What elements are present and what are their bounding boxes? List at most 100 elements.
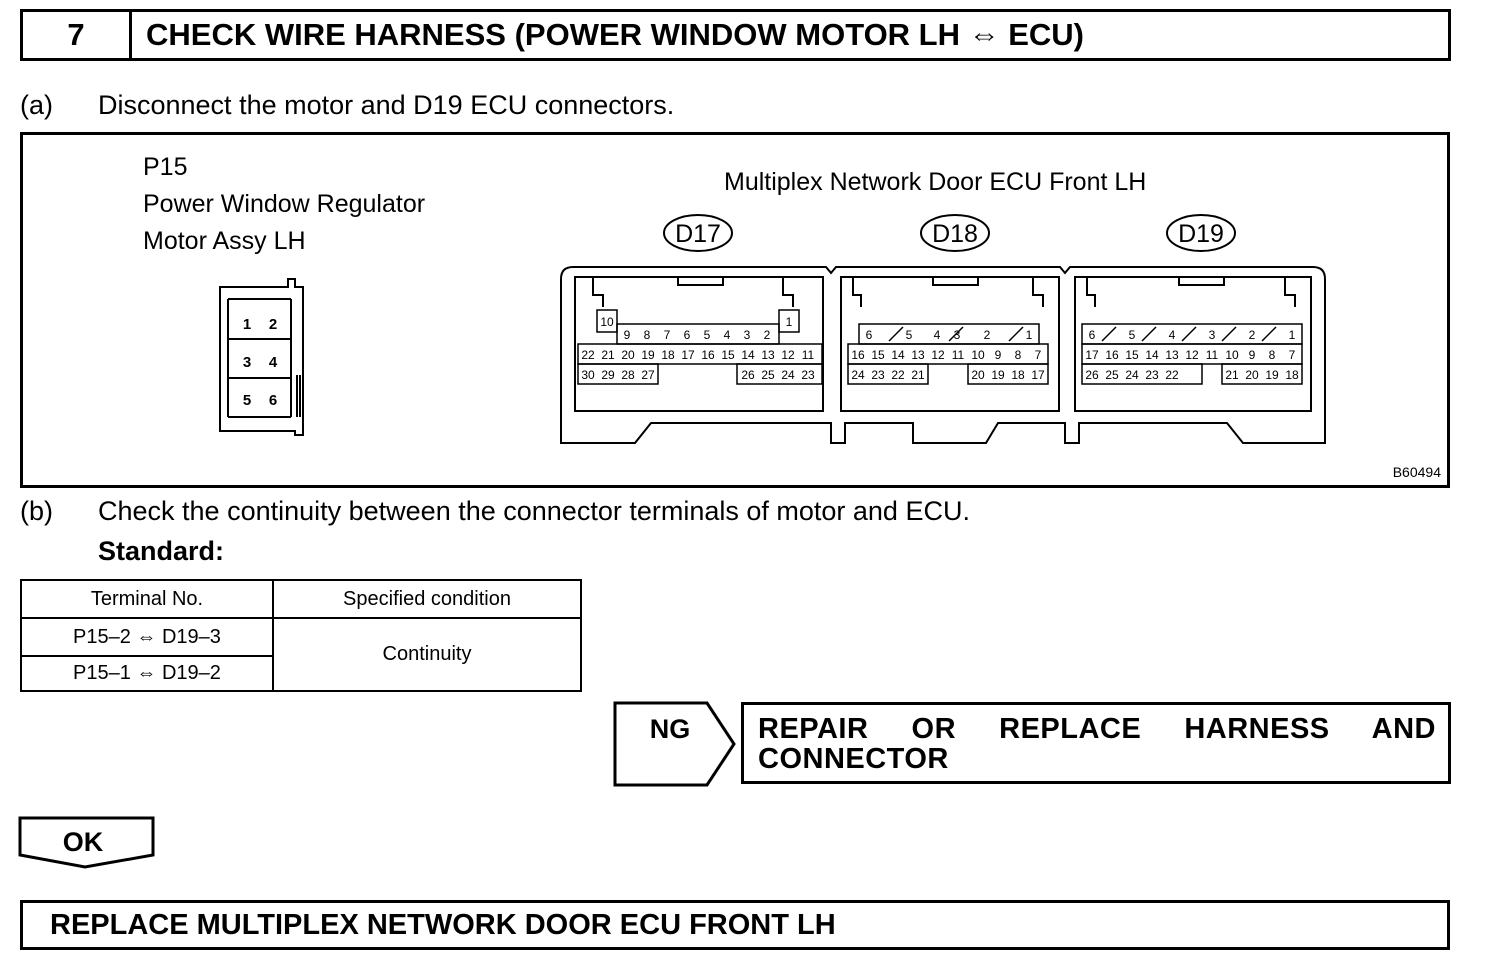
d17-pin: 20	[621, 348, 635, 362]
d17-pin: 29	[601, 368, 615, 382]
step-b-text: Check the continuity between the connect…	[98, 496, 970, 526]
motor-code: P15	[143, 153, 187, 181]
d17-pin: 3	[744, 328, 751, 342]
d17-pin: 24	[781, 368, 795, 382]
d17-pin: 2	[764, 328, 771, 342]
connector-figure: P15 Power Window Regulator Motor Assy LH…	[20, 132, 1450, 488]
d17-pin: 17	[681, 348, 695, 362]
d19-pin: 26	[1085, 368, 1099, 382]
d17-pin: 13	[761, 348, 775, 362]
standard-label: Standard:	[98, 536, 225, 566]
d17-pin: 6	[684, 328, 691, 342]
d19-pin: 9	[1249, 348, 1256, 362]
d18-pin: 18	[1011, 368, 1025, 382]
d17-pin: 7	[664, 328, 671, 342]
motor-pin: 2	[269, 316, 277, 333]
d19-pin: 21	[1225, 368, 1239, 382]
final-step-text: REPLACE MULTIPLEX NETWORK DOOR ECU FRONT…	[50, 908, 836, 941]
motor-name-line1: Power Window Regulator	[143, 190, 425, 218]
d19-pin-labels: 6 5 4 3 2 1 17 16 15 14 13 12 11 10 9 8 …	[1085, 328, 1299, 382]
motor-pin: 3	[243, 354, 251, 371]
connector-label-d19: D19	[1178, 220, 1224, 248]
d18-pin: 10	[971, 348, 985, 362]
ecu-housing	[560, 266, 1326, 444]
d19-pin: 3	[1209, 328, 1216, 342]
ecu-name: Multiplex Network Door ECU Front LH	[724, 168, 1146, 196]
terminal-cell: P15–1 ⇔ D19–2	[20, 655, 274, 692]
d17-pin: 10	[600, 315, 614, 329]
step-number: 7	[67, 17, 85, 52]
d19-pin: 14	[1145, 348, 1159, 362]
d18-pin: 20	[971, 368, 985, 382]
step-a-text: Disconnect the motor and D19 ECU connect…	[98, 90, 675, 120]
d18-pin: 3	[954, 328, 961, 342]
d18-pin: 2	[984, 328, 991, 342]
d17-pin: 18	[661, 348, 675, 362]
d17-pin: 23	[801, 368, 815, 382]
d17-pin: 27	[641, 368, 655, 382]
motor-name-line2: Motor Assy LH	[143, 227, 306, 255]
condition-cell: Continuity	[272, 617, 582, 692]
column-header: Specified condition	[272, 579, 582, 619]
column-header: Terminal No.	[20, 579, 274, 619]
d18-pin: 12	[931, 348, 945, 362]
d17-terminals	[577, 309, 823, 385]
d17-pin: 4	[724, 328, 731, 342]
table-row: P15–1 ⇔ D19–2	[20, 655, 581, 692]
d17-pin: 30	[581, 368, 595, 382]
connector-label-oval	[1166, 214, 1236, 252]
connector-label-d17: D17	[675, 220, 721, 248]
d18-pin: 23	[871, 368, 885, 382]
d17-pin-labels: 10 9 8 7 6 5 4 3 2 1 22 21 20 19 18 17 1…	[581, 315, 815, 382]
d17-pin: 5	[704, 328, 711, 342]
step-number-box: 7	[20, 9, 132, 61]
d17-pin: 25	[761, 368, 775, 382]
d19-pin: 19	[1265, 368, 1279, 382]
figure-code: B60494	[1393, 464, 1441, 480]
ng-result-text: REPAIR OR REPLACE HARNESS AND CONNECTOR	[758, 713, 1436, 775]
d18-pin: 4	[934, 328, 941, 342]
motor-pin: 1	[243, 316, 251, 333]
d19-pin: 18	[1285, 368, 1299, 382]
d19-pin: 10	[1225, 348, 1239, 362]
d17-pin: 11	[802, 348, 815, 362]
d18-pin: 19	[991, 368, 1005, 382]
d18-pin-labels: 6 5 4 3 2 1 16 15 14 13 12 11 10 9 8 7 2…	[851, 328, 1045, 382]
table-row: P15–2 ⇔ D19–3 Continuity	[20, 617, 582, 692]
d17-pin: 26	[741, 368, 755, 382]
ok-label: OK	[63, 827, 104, 857]
d19-pin: 22	[1165, 368, 1179, 382]
d17-pin: 16	[701, 348, 715, 362]
d18-pin: 8	[1015, 348, 1022, 362]
d19-pin: 16	[1105, 348, 1119, 362]
d19-pin: 6	[1089, 328, 1096, 342]
d19-terminals	[1081, 323, 1303, 385]
d18-pin: 1	[1026, 328, 1033, 342]
motor-pin: 5	[243, 392, 251, 409]
ng-label: NG	[650, 714, 691, 744]
d19-pin: 4	[1169, 328, 1176, 342]
ng-result-box: REPAIR OR REPLACE HARNESS AND CONNECTOR	[741, 702, 1451, 784]
d19-pin: 15	[1125, 348, 1139, 362]
d19-pin: 13	[1165, 348, 1179, 362]
step-b-label: (b)	[20, 496, 53, 526]
d17-pin: 14	[741, 348, 755, 362]
d18-pin: 17	[1031, 368, 1045, 382]
d18-pin: 22	[891, 368, 905, 382]
connector-label-oval	[663, 214, 733, 252]
step-a-label: (a)	[20, 90, 53, 120]
d17-pin: 8	[644, 328, 651, 342]
d18-pin: 21	[911, 368, 925, 382]
d19-pin: 20	[1245, 368, 1259, 382]
d17-pin: 21	[601, 348, 615, 362]
spec-table: Terminal No. Specified condition P15–2 ⇔…	[20, 579, 582, 692]
d18-pin: 6	[866, 328, 873, 342]
d17-pin: 12	[781, 348, 795, 362]
d19-pin: 25	[1105, 368, 1119, 382]
d18-pin: 13	[911, 348, 925, 362]
step-title-box: CHECK WIRE HARNESS (POWER WINDOW MOTOR L…	[129, 9, 1451, 61]
ng-arrow: NG	[613, 701, 736, 787]
d17-pin: 15	[721, 348, 735, 362]
motor-pin: 4	[269, 354, 278, 371]
connector-diagram: P15 Power Window Regulator Motor Assy LH…	[143, 153, 1441, 480]
